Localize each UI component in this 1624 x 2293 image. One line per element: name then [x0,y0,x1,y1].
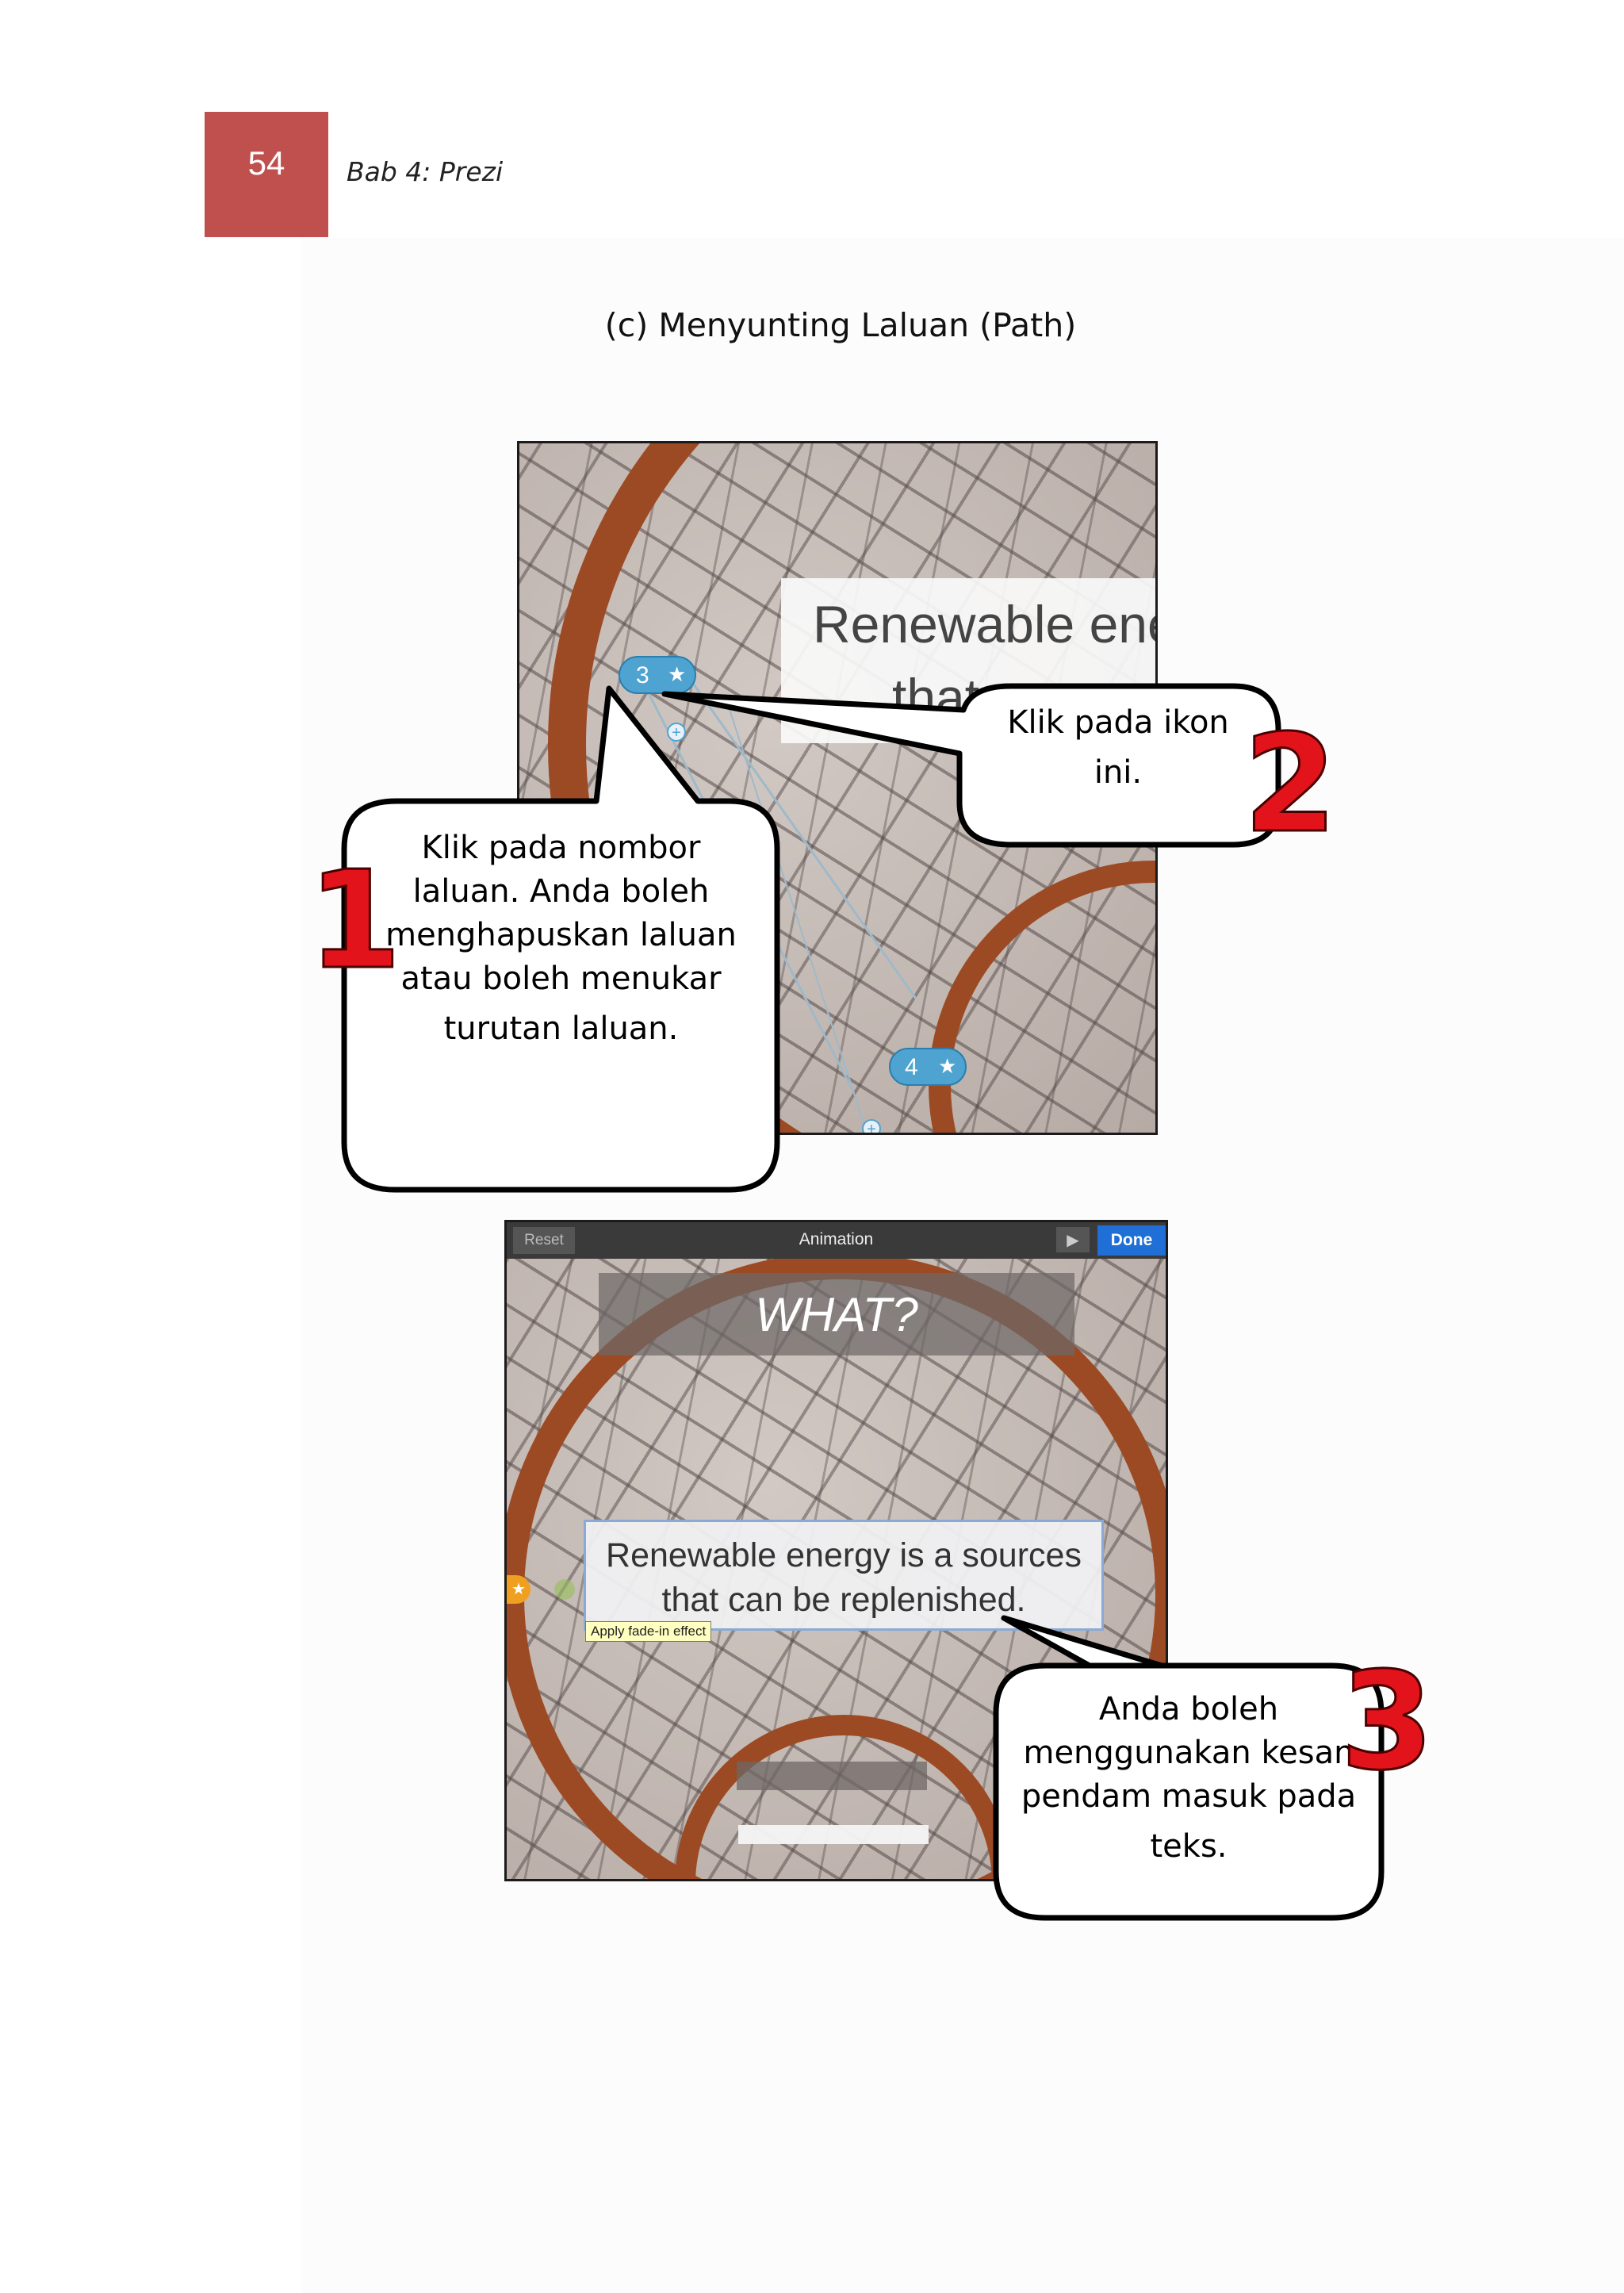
star-icon[interactable]: ★ [507,1575,530,1604]
add-step-icon[interactable]: + [862,1119,881,1133]
path-step-4-badge[interactable]: 4 ★ [889,1048,967,1086]
path-step-number[interactable]: 4 [905,1054,918,1080]
placeholder-bar [737,1762,927,1790]
play-icon[interactable]: ▶ [1056,1227,1090,1252]
chapter-label: Bab 4: Prezi [347,156,504,187]
callout-line: Klik pada ikon [1007,704,1229,741]
section-title: (c) Menyunting Laluan (Path) [604,306,1077,344]
done-button[interactable]: Done [1097,1225,1166,1256]
callout-line: Klik pada nombor [421,830,701,866]
callout-line: pendam masuk pada [1021,1778,1357,1815]
body-line-2: that can be replenished. [661,1581,1026,1619]
path-step-3-badge[interactable]: 3 ★ [619,656,696,694]
callout-line: menggunakan kesan [1023,1735,1354,1771]
body-line-1: Renewable energy is a sources [606,1536,1082,1574]
callout-line: ini. [1094,754,1143,791]
page-number: 54 [247,144,285,182]
callout-line: menghapuskan laluan [385,917,737,953]
inner-ring [929,861,1155,1133]
star-icon[interactable]: ★ [668,662,687,686]
callout-2-text: Klik pada ikon ini. [971,701,1265,795]
inner-ring [675,1715,1013,1879]
callout-2-number: 2 [1242,706,1338,863]
callout-line: teks. [1150,1828,1228,1865]
callout-1-text: Klik pada nombor laluan. Anda boleh meng… [349,826,773,1051]
page-number-box: 54 [205,112,328,237]
text-box[interactable]: Renewable energy is a sources that can b… [584,1520,1104,1631]
toolbar-title: Animation [799,1230,874,1248]
callout-1-number: 1 [306,842,402,999]
heading-box: WHAT? [599,1273,1074,1355]
callout-line: laluan. Anda boleh [412,873,710,910]
add-step-icon[interactable]: + [667,723,686,742]
placeholder-bar [738,1825,929,1844]
callout-line: turutan laluan. [443,1010,679,1047]
callout-3-text: Anda boleh menggunakan kesan pendam masu… [1001,1688,1377,1869]
animation-toolbar: Reset Animation ▶ Done [507,1222,1166,1259]
reset-button[interactable]: Reset [513,1227,575,1254]
fade-in-tooltip: Apply fade-in effect [585,1621,712,1642]
callout-line: atau boleh menukar [400,961,722,997]
slide-text: Renewable ene [813,595,1158,654]
step-marker[interactable] [554,1579,575,1600]
callout-line: Anda boleh [1098,1691,1279,1727]
star-icon[interactable]: ★ [938,1054,957,1078]
path-step-number[interactable]: 3 [636,662,649,688]
callout-3-number: 3 [1339,1643,1434,1800]
heading-text: WHAT? [755,1287,918,1341]
